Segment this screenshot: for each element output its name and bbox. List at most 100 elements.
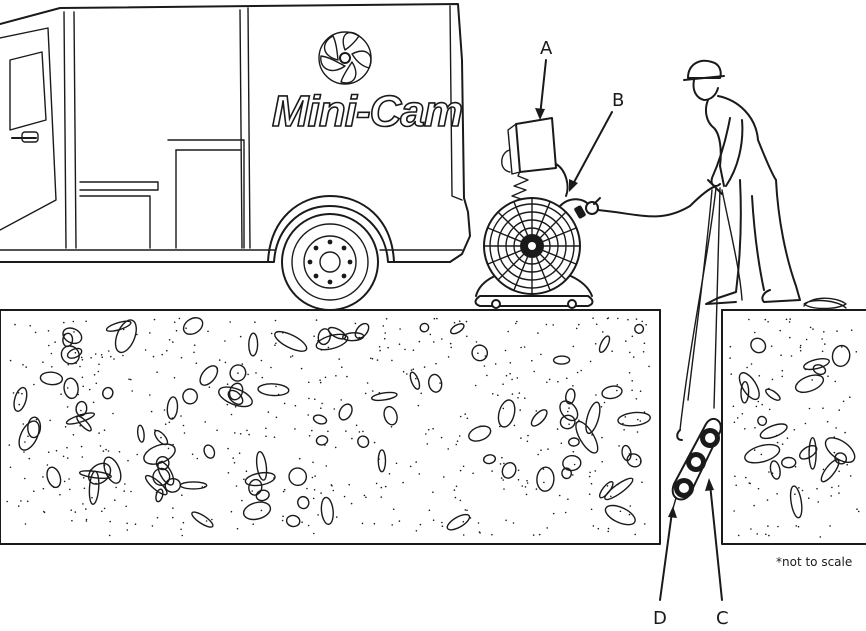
soil-speck — [419, 341, 421, 343]
soil-speck — [503, 488, 505, 490]
soil-speck — [48, 451, 50, 453]
soil-speck — [776, 435, 778, 437]
soil-speck — [381, 496, 383, 498]
soil-speck — [744, 428, 746, 430]
soil-speck — [64, 334, 66, 336]
soil-speck — [751, 363, 753, 365]
soil-speck — [126, 523, 128, 525]
soil-speck — [591, 483, 593, 485]
soil-speck — [589, 493, 591, 495]
soil-speck — [75, 352, 77, 354]
soil-speck — [169, 339, 171, 341]
soil-speck — [13, 392, 15, 394]
soil-speck — [231, 511, 233, 513]
soil-speck — [43, 511, 45, 513]
soil-speck — [294, 428, 296, 430]
soil-speck — [184, 432, 186, 434]
soil-speck — [592, 317, 594, 319]
soil-speck — [641, 321, 643, 323]
soil-speck — [833, 436, 835, 438]
footnote: *not to scale — [776, 555, 852, 569]
soil-speck — [156, 371, 158, 373]
soil-speck — [338, 358, 340, 360]
soil-speck — [196, 362, 198, 364]
soil-speck — [754, 427, 756, 429]
soil-speck — [172, 417, 174, 419]
soil-speck — [67, 387, 69, 389]
soil-speck — [180, 415, 182, 417]
soil-speck — [856, 351, 858, 353]
soil-speck — [506, 375, 508, 377]
soil-speck — [378, 458, 380, 460]
soil-speck — [237, 528, 239, 530]
soil-speck — [340, 399, 342, 401]
soil-speck — [630, 505, 632, 507]
soil-speck — [782, 370, 784, 372]
soil-speck — [63, 456, 65, 458]
soil-speck — [255, 372, 257, 374]
soil-speck — [519, 409, 521, 411]
soil-speck — [611, 350, 613, 352]
soil-speck — [780, 354, 782, 356]
soil-speck — [829, 525, 831, 527]
soil-speck — [463, 521, 465, 523]
soil-speck — [849, 396, 851, 398]
soil-speck — [48, 345, 50, 347]
soil-speck — [127, 529, 129, 531]
soil-speck — [424, 366, 426, 368]
soil-speck — [758, 488, 760, 490]
soil-speck — [183, 522, 185, 524]
soil-speck — [384, 332, 386, 334]
soil-speck — [389, 473, 391, 475]
soil-speck — [275, 343, 277, 345]
soil-speck — [567, 498, 569, 500]
soil-speck — [23, 423, 25, 425]
soil-speck — [447, 448, 449, 450]
soil-speck — [234, 432, 236, 434]
soil-speck — [309, 435, 311, 437]
soil-speck — [172, 444, 174, 446]
soil-speck — [154, 429, 156, 431]
soil-speck — [275, 386, 277, 388]
soil-speck — [406, 373, 408, 375]
soil-speck — [434, 318, 436, 320]
soil-speck — [734, 476, 736, 478]
soil-speck — [420, 524, 422, 526]
soil-speck — [112, 413, 114, 415]
soil-speck — [772, 472, 774, 474]
soil-speck — [511, 379, 513, 381]
soil-speck — [470, 517, 472, 519]
soil-speck — [629, 514, 631, 516]
soil-speck — [359, 431, 361, 433]
soil-speck — [602, 331, 604, 333]
soil-speck — [119, 451, 121, 453]
soil-speck — [311, 430, 313, 432]
soil-speck — [589, 476, 591, 478]
soil-speck — [319, 379, 321, 381]
crawler-camera — [672, 419, 721, 512]
soil-speck — [98, 364, 100, 366]
soil-speck — [460, 416, 462, 418]
soil-speck — [576, 328, 578, 330]
soil-speck — [312, 462, 314, 464]
soil-speck — [83, 477, 85, 479]
soil-speck — [577, 372, 579, 374]
soil-speck — [801, 392, 803, 394]
soil-speck — [836, 330, 838, 332]
soil-speck — [735, 485, 737, 487]
soil-speck — [165, 423, 167, 425]
soil-speck — [410, 466, 412, 468]
soil-speck — [114, 499, 116, 501]
soil-speck — [345, 430, 347, 432]
soil-speck — [172, 341, 174, 343]
soil-speck — [572, 474, 574, 476]
soil-speck — [274, 436, 276, 438]
soil-speck — [317, 514, 319, 516]
soil-speck — [335, 375, 337, 377]
soil-speck — [539, 534, 541, 536]
soil-speck — [80, 414, 82, 416]
soil-speck — [123, 329, 125, 331]
soil-speck — [617, 484, 619, 486]
soil-speck — [82, 503, 84, 505]
soil-speck — [193, 352, 195, 354]
